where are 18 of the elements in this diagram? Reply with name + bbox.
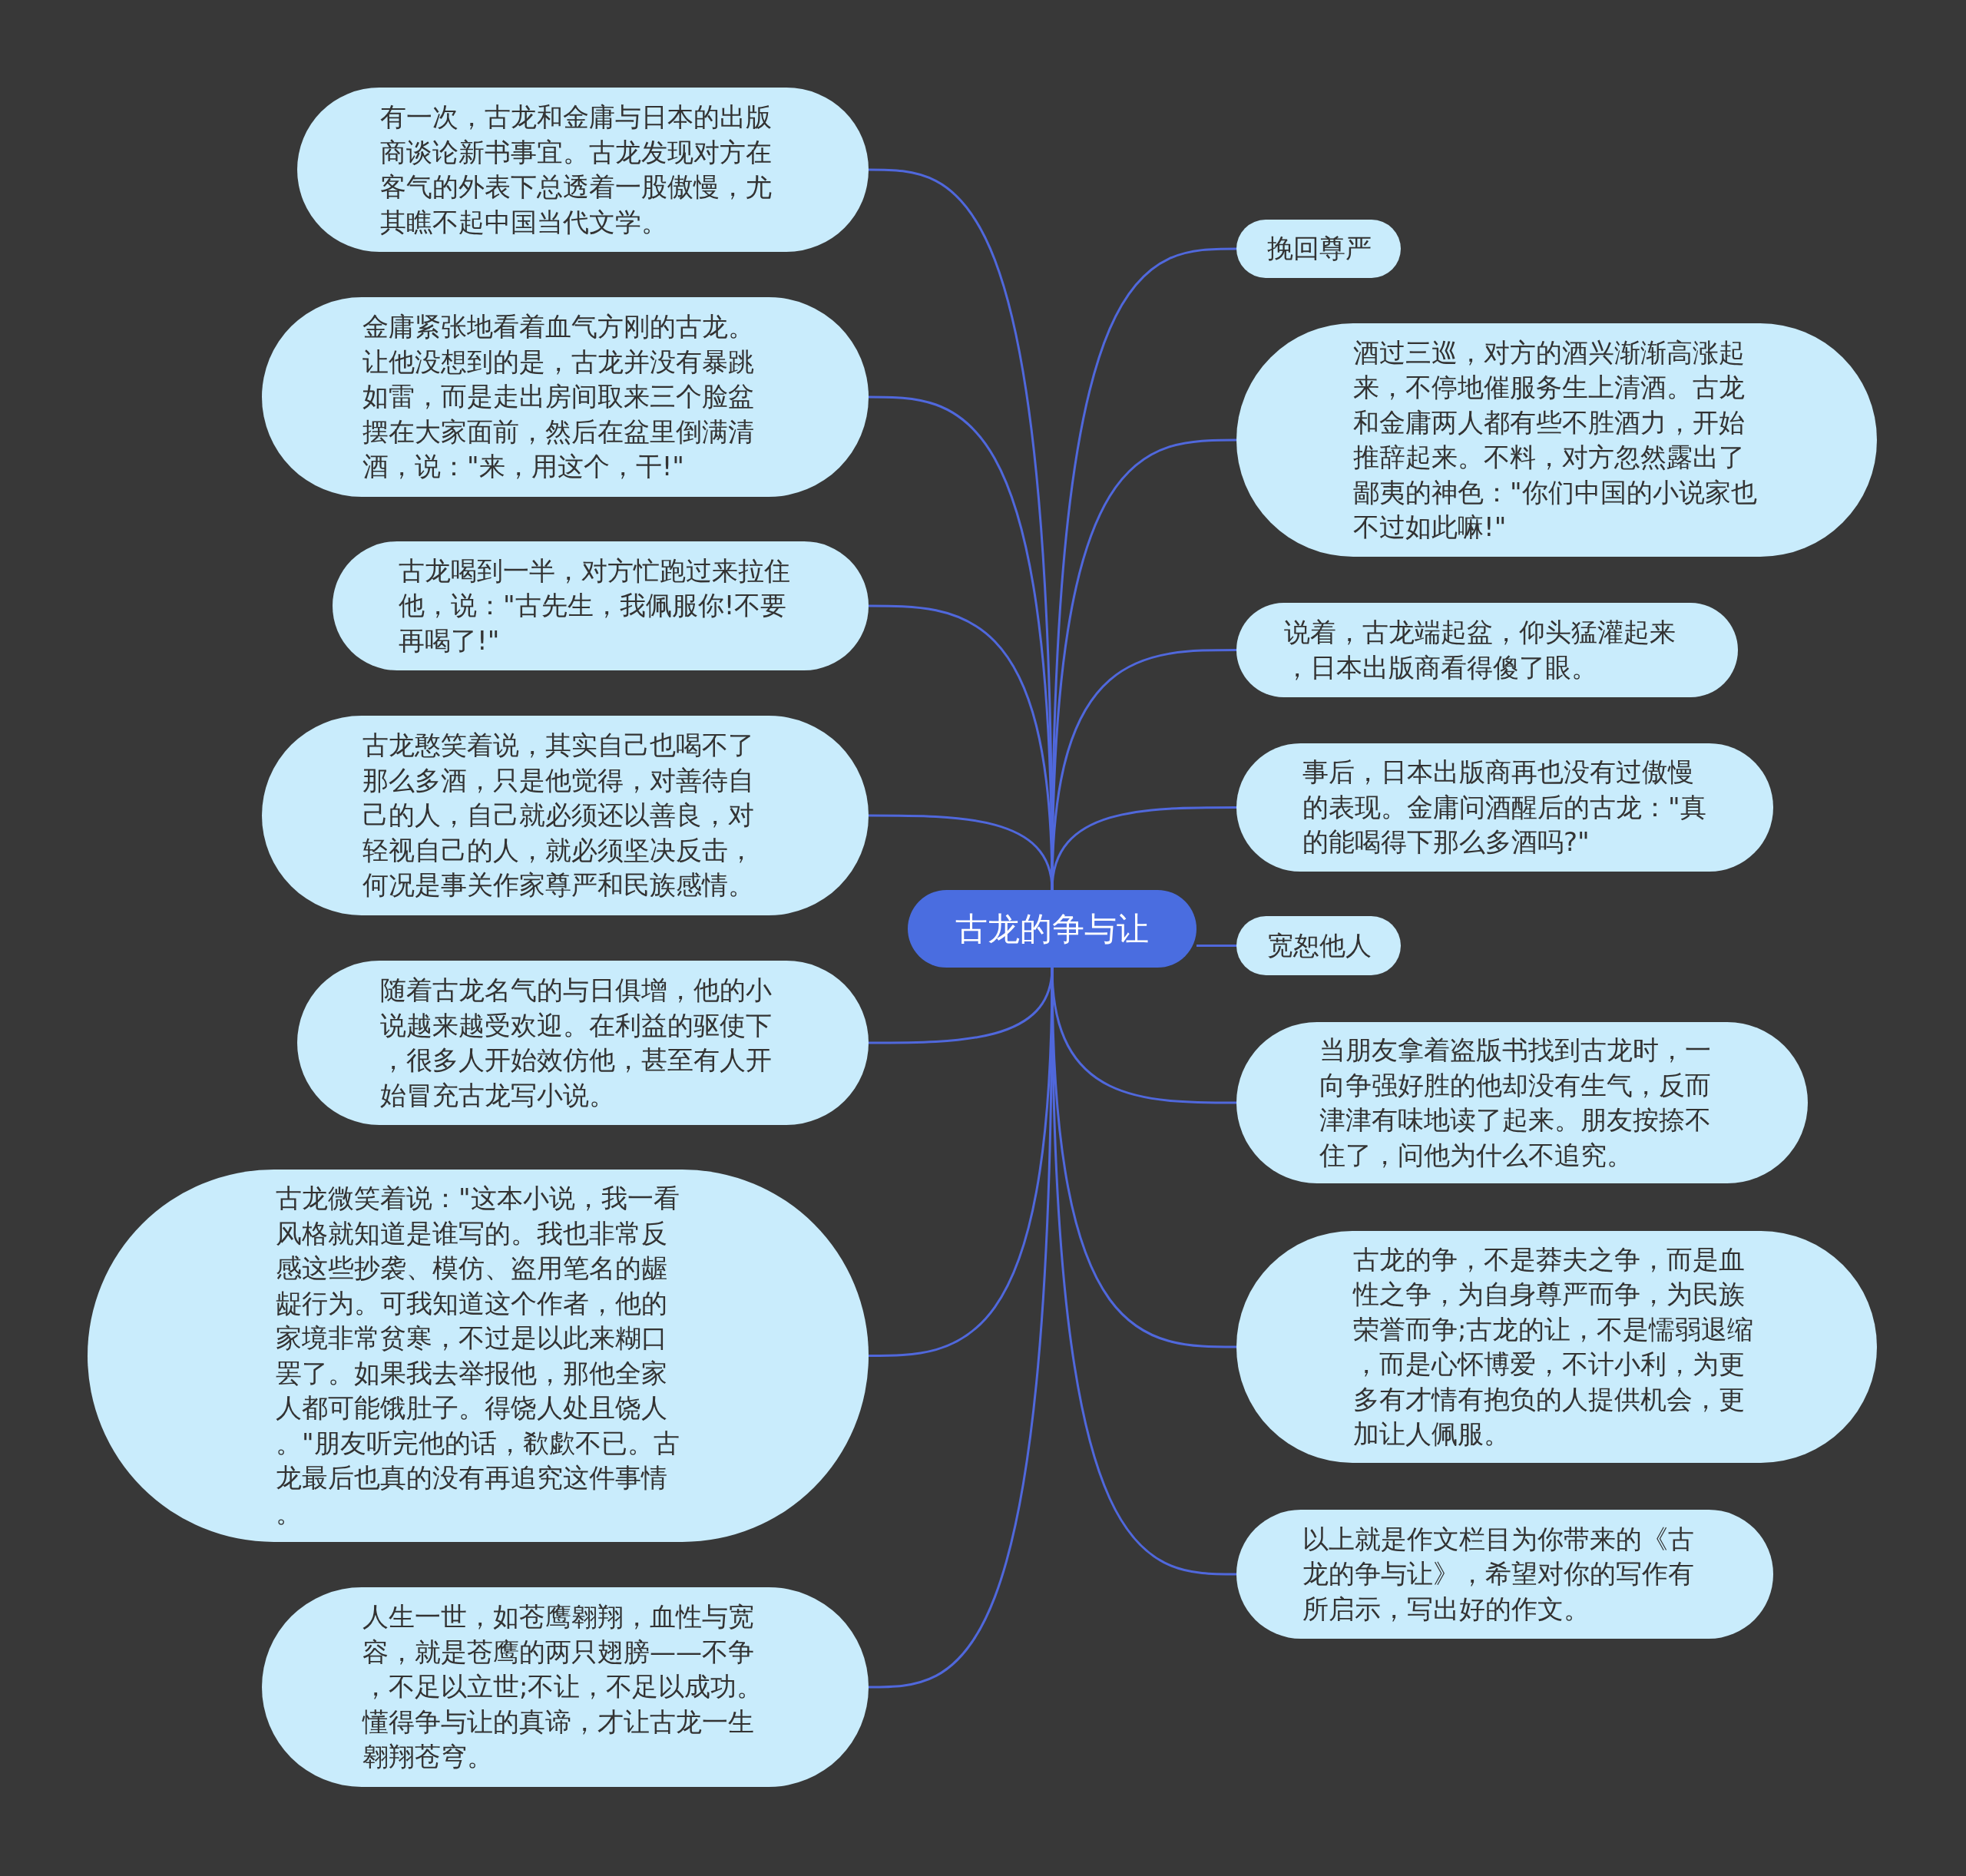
topic-bubble: 宽恕他人 — [1236, 916, 1401, 975]
topic-bubble: 古龙喝到一半，对方忙跑过来拉住他，说："古先生，我佩服你!不要再喝了!" — [333, 541, 869, 670]
topic-bubble: 说着，古龙端起盆，仰头猛灌起来，日本出版商看得傻了眼。 — [1236, 603, 1738, 697]
connector-line — [1196, 945, 1236, 947]
topic-bubble: 酒过三巡，对方的酒兴渐渐高涨起来，不停地催服务生上清酒。古龙和金庸两人都有些不胜酒力，开始推辞起来。不料，对方忽然露出了鄙夷的神色："你们中国的小说家也不过如此嘛!" — [1236, 323, 1877, 557]
topic-bubble: 古龙憨笑着说，其实自己也喝不了那么多酒，只是他觉得，对善待自己的人，自己就必须还以善良，对轻视自己的人，就必须坚决反击，何况是事关作家尊严和民族感情。 — [262, 716, 869, 915]
topic-bubble: 事后，日本出版商再也没有过傲慢的表现。金庸问酒醒后的古龙："真的能喝得下那么多酒吗?" — [1236, 743, 1773, 872]
topic-bubble: 有一次，古龙和金庸与日本的出版商谈论新书事宜。古龙发现对方在客气的外表下总透着一股傲慢，尤其瞧不起中国当代文学。 — [297, 88, 869, 252]
connector-line — [1051, 806, 1236, 891]
topic-bubble: 人生一世，如苍鹰翱翔，血性与宽容，就是苍鹰的两只翅膀——不争，不足以立世;不让，不足以成功。懂得争与让的真谛，才让古龙一生翱翔苍穹。 — [262, 1587, 869, 1787]
topic-bubble: 以上就是作文栏目为你带来的《古龙的争与让》，希望对你的写作有所启示，写出好的作文。 — [1236, 1510, 1773, 1639]
topic-bubble: 古龙微笑着说："这本小说，我一看风格就知道是谁写的。我也非常反感这些抄袭、模仿、盗用笔名的龌龊行为。可我知道这个作者，他的家境非常贫寒，不过是以此来糊口罢了。如果我去举报他，那他全家人都可能饿肚子。得饶人处且饶人。"朋友听完他的话，欷歔不已。古龙最后也真的没有再追究这件事情。 — [88, 1170, 869, 1542]
topic-bubble: 挽回尊严 — [1236, 220, 1401, 278]
topic-bubble: 金庸紧张地看着血气方刚的古龙。让他没想到的是，古龙并没有暴跳如雷，而是走出房间取来三个脸盆摆在大家面前，然后在盆里倒满清酒，说："来，用这个，干!" — [262, 297, 869, 497]
topic-bubble: 随着古龙名气的与日俱增，他的小说越来越受欢迎。在利益的驱使下，很多人开始效仿他，甚至有人开始冒充古龙写小说。 — [297, 961, 869, 1125]
topic-bubble: 当朋友拿着盗版书找到古龙时，一向争强好胜的他却没有生气，反而津津有味地读了起来。朋友按捺不住了，问他为什么不追究。 — [1236, 1022, 1808, 1183]
topic-bubble: 古龙的争，不是莽夫之争，而是血性之争，为自身尊严而争，为民族荣誉而争;古龙的让，不是懦弱退缩，而是心怀博爱，不计小利，为更多有才情有抱负的人提供机会，更加让人佩服。 — [1236, 1231, 1877, 1463]
central-topic: 古龙的争与让 — [908, 890, 1196, 968]
